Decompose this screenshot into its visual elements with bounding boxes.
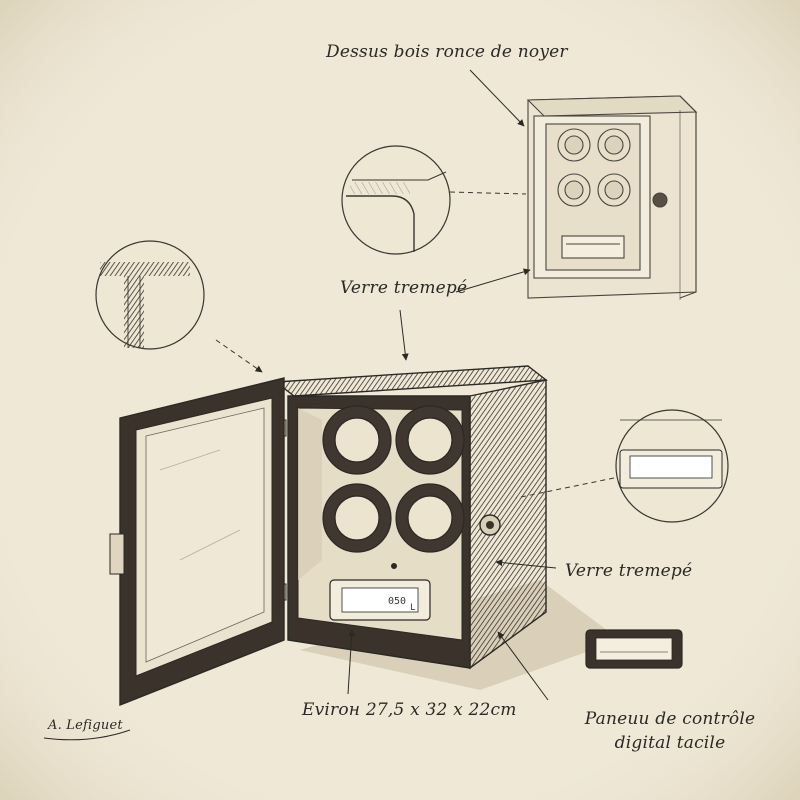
detail-leader-panel xyxy=(515,477,615,499)
watch-rotors xyxy=(322,405,465,553)
label-control-panel: Paneuu de contrôle digital tacile xyxy=(584,709,756,753)
door-handle xyxy=(109,533,125,575)
annotation-leaders xyxy=(347,69,557,701)
label-dimensions: Evirон 27,5 x 32 x 22cm xyxy=(302,700,517,720)
detail-leader-door xyxy=(215,339,263,373)
main-winder: 050 L xyxy=(109,365,620,707)
open-glass-door xyxy=(109,377,285,707)
signature-flourish xyxy=(43,729,131,741)
artist-signature: A. Lefiguet xyxy=(48,718,123,733)
label-walnut-top: Dessus bois ronce de noyer xyxy=(326,42,568,62)
detail-circle-panel xyxy=(615,409,729,523)
display-readout-small: L xyxy=(410,603,415,613)
control-panel: 050 L xyxy=(329,579,431,621)
detail-circle-door xyxy=(95,240,205,350)
detail-leader-top xyxy=(449,191,527,195)
rotor-1 xyxy=(322,405,392,475)
reference-lock-icon xyxy=(652,192,668,208)
rotor-2 xyxy=(395,405,465,475)
reference-rotors xyxy=(557,128,631,207)
reference-panel xyxy=(561,235,625,259)
rotor-3 xyxy=(322,483,392,553)
reference-winder xyxy=(526,95,698,300)
rotor-4 xyxy=(395,483,465,553)
interior-sensor xyxy=(391,563,397,569)
label-tempered-glass-top: Verre tremepé xyxy=(340,278,468,298)
standalone-control-panel xyxy=(585,629,683,669)
detail-circle-corner xyxy=(341,145,451,255)
display-readout-main: 050 xyxy=(388,596,406,607)
label-tempered-glass-side: Verre tremepé xyxy=(565,561,693,581)
